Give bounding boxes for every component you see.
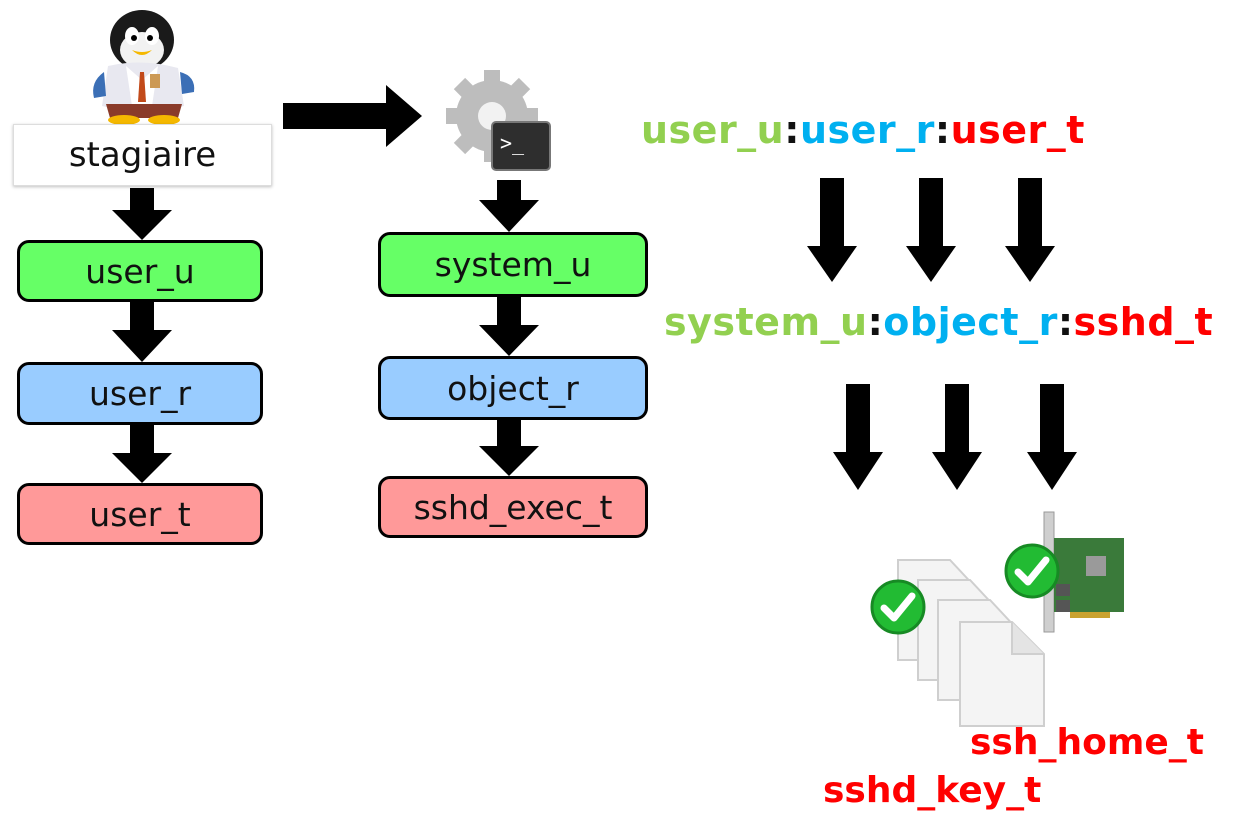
penguin-icon xyxy=(93,10,195,124)
arrow-role-to-type xyxy=(112,425,172,483)
file-type-key: sshd_key_t xyxy=(823,770,1042,811)
arrow-ctx-top-user xyxy=(807,178,857,282)
process-selinux-user-box: system_u xyxy=(378,232,648,297)
context-top-type: user_t xyxy=(950,108,1085,152)
file-type-home: ssh_home_t xyxy=(970,722,1204,763)
process-type-box: sshd_exec_t xyxy=(378,476,648,538)
process-role-box: object_r xyxy=(378,356,648,420)
arrow-ctx-mid-type xyxy=(1027,384,1077,490)
check-icon xyxy=(1004,543,1060,599)
process-type-text: sshd_exec_t xyxy=(413,487,613,527)
arrow-process-role-to-type xyxy=(479,420,539,476)
arrow-ctx-top-type xyxy=(1005,178,1055,282)
arrow-login-to-user xyxy=(112,188,172,240)
arrow-ctx-mid-user xyxy=(833,384,883,490)
process-selinux-user-text: system_u xyxy=(434,245,592,284)
terminal-gear-icon: >_ xyxy=(446,70,551,171)
context-mid-type: sshd_t xyxy=(1073,300,1214,344)
login-user-text: stagiaire xyxy=(68,135,217,175)
context-top-sep2: : xyxy=(934,108,951,152)
documents-icon xyxy=(897,559,1045,727)
user-type-text: user_t xyxy=(89,494,191,534)
check-icon xyxy=(870,579,926,635)
arrow-process-to-user xyxy=(479,180,539,232)
arrow-ctx-top-role xyxy=(906,178,956,282)
user-role-box: user_r xyxy=(17,362,263,425)
context-mid: system_u:object_r:sshd_t xyxy=(664,300,1213,344)
context-top-sep1: : xyxy=(784,108,800,152)
arrow-user-to-role xyxy=(112,302,172,362)
user-role-text: user_r xyxy=(88,374,192,413)
context-top-user: user_u xyxy=(641,108,785,152)
process-role-text: object_r xyxy=(447,368,579,408)
login-user-label: stagiaire xyxy=(13,124,272,186)
context-top-role: user_r xyxy=(799,108,935,152)
context-mid-role: object_r xyxy=(883,300,1058,344)
context-mid-sep1: : xyxy=(867,300,884,344)
user-type-box: user_t xyxy=(17,483,263,545)
svg-text:>_: >_ xyxy=(500,131,525,155)
user-selinux-user-text: user_u xyxy=(85,251,195,291)
context-mid-sep2: : xyxy=(1057,300,1074,344)
arrow-ctx-mid-role xyxy=(932,384,982,490)
arrow-process-user-to-role xyxy=(479,297,539,356)
context-top: user_u:user_r:user_t xyxy=(641,108,1085,152)
context-mid-user: system_u xyxy=(664,300,868,344)
arrow-user-to-process xyxy=(283,85,422,147)
user-selinux-user-box: user_u xyxy=(17,240,263,302)
